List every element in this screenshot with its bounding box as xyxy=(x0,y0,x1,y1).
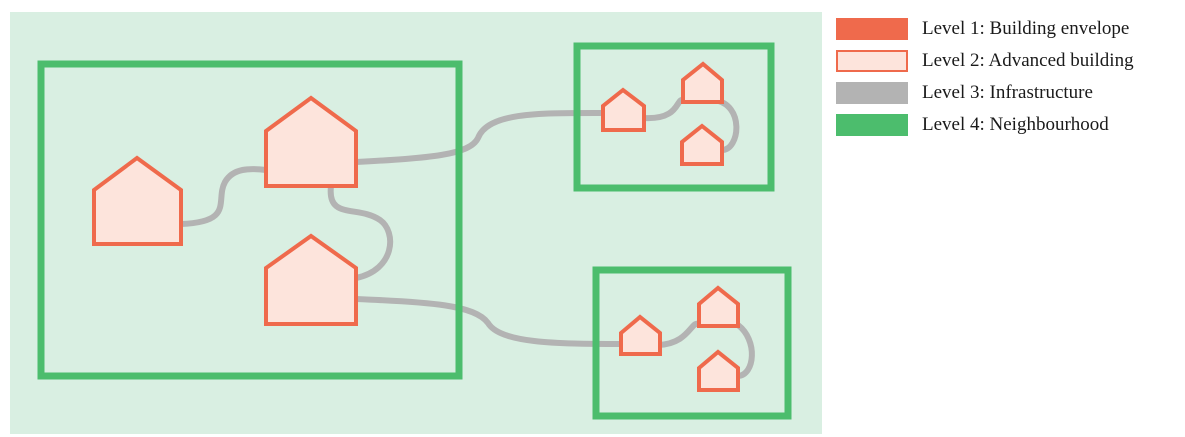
building-center-bottom xyxy=(264,233,358,326)
building-bottomright-b xyxy=(697,285,740,328)
link-house2-house3 xyxy=(327,183,394,281)
legend-label: Level 1: Building envelope xyxy=(922,18,1130,39)
legend-label: Level 3: Infrastructure xyxy=(922,82,1093,103)
legend-label: Level 2: Advanced building xyxy=(922,50,1134,71)
building-center-top xyxy=(264,95,358,188)
neighbourhood-top-right xyxy=(573,42,775,192)
link-house3-bottomright xyxy=(353,296,624,347)
infrastructure-links xyxy=(178,97,755,379)
link-bottomright-b-c xyxy=(735,322,755,379)
building-bottomright-a xyxy=(619,314,662,356)
neighbourhood-main xyxy=(37,60,463,380)
level-1-swatch xyxy=(836,18,908,40)
link-house2-topright xyxy=(353,109,606,165)
level-4-swatch xyxy=(836,114,908,136)
building-topright-c xyxy=(680,123,724,166)
level-3-swatch xyxy=(836,82,908,104)
level-2-swatch xyxy=(836,50,908,72)
building-topright-a xyxy=(601,87,646,132)
building-topright-b xyxy=(681,61,724,104)
link-house1-house2 xyxy=(178,166,269,227)
legend-label: Level 4: Neighbourhood xyxy=(922,114,1109,135)
building-bottomright-c xyxy=(697,349,740,392)
building-left xyxy=(92,155,183,246)
buildings xyxy=(92,61,740,392)
neighbourhood-boxes xyxy=(37,42,792,420)
neighbourhood-bottom-right xyxy=(592,266,792,420)
